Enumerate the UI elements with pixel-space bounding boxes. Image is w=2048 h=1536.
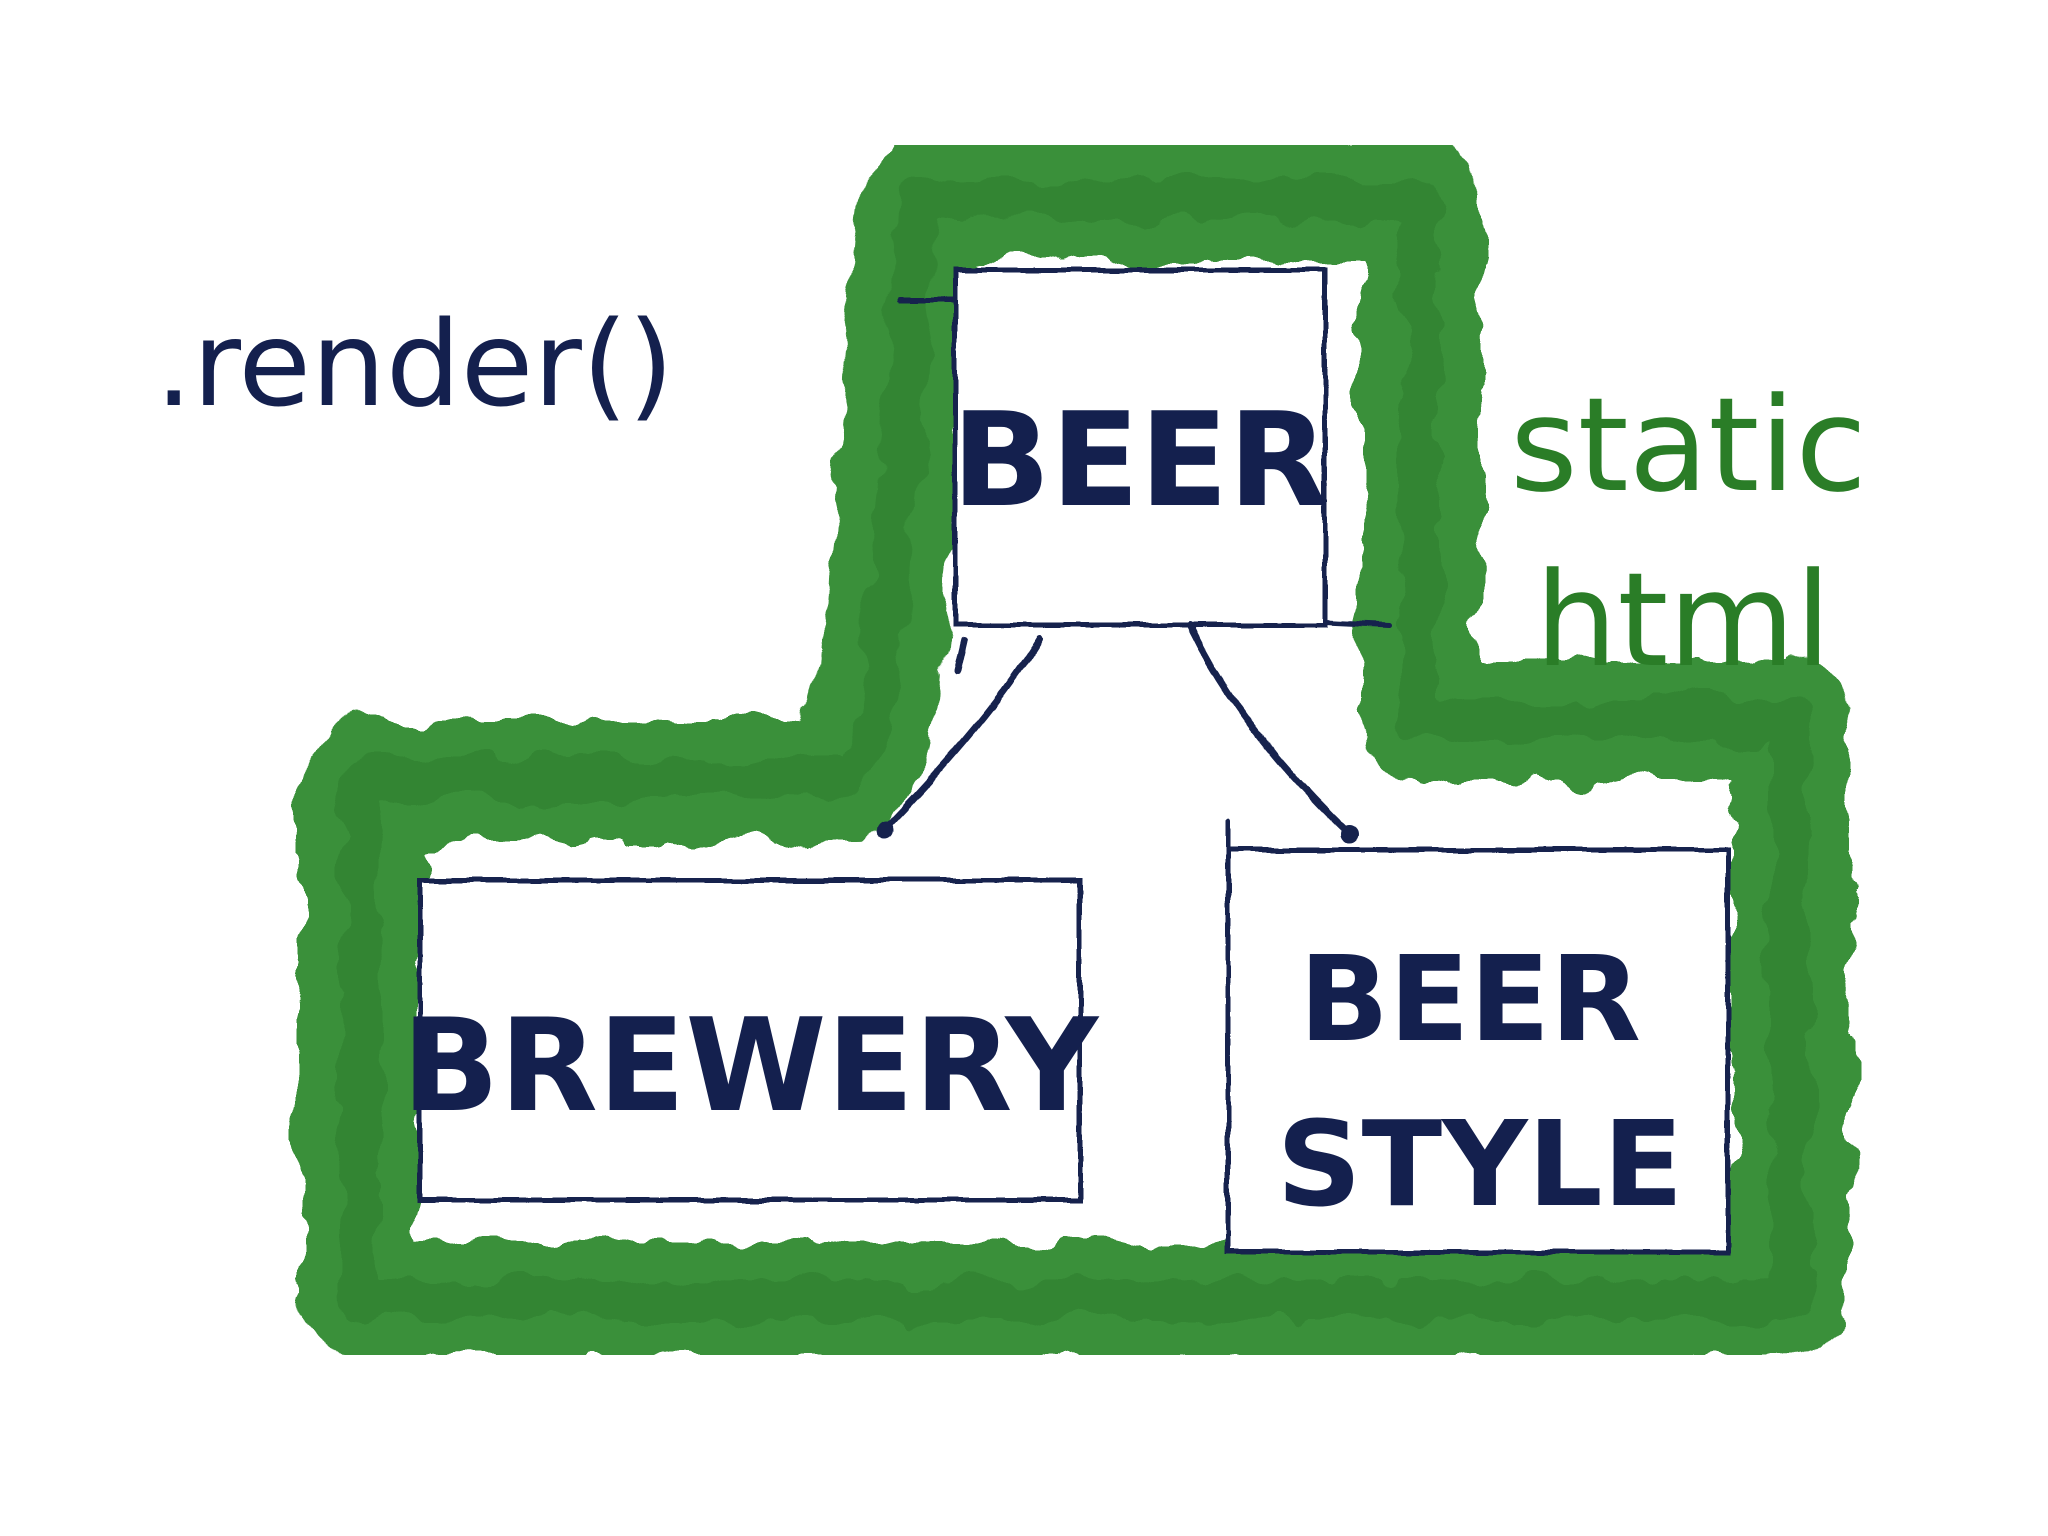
node-boxes	[417, 267, 1731, 1255]
tree-edges	[876, 621, 1359, 844]
edge-beer-to-beer-style	[1186, 621, 1354, 839]
node-beer-style-box	[1225, 847, 1731, 1255]
node-beer-style-line2: STYLE	[1277, 1095, 1684, 1233]
edge-beer-to-brewery	[881, 634, 1044, 832]
node-beer-style-line1: BEER	[1299, 930, 1641, 1068]
render-annotation: .render()	[155, 295, 674, 433]
static-annotation-line2: html	[1535, 544, 1831, 696]
static-annotation-line1: static	[1510, 369, 1867, 521]
node-brewery-box	[417, 877, 1083, 1203]
node-beer-box	[952, 267, 1328, 628]
node-beer-label: BEER	[952, 384, 1329, 536]
green-highlight-band	[300, 140, 1850, 1360]
node-brewery-label: BREWERY	[402, 992, 1100, 1141]
